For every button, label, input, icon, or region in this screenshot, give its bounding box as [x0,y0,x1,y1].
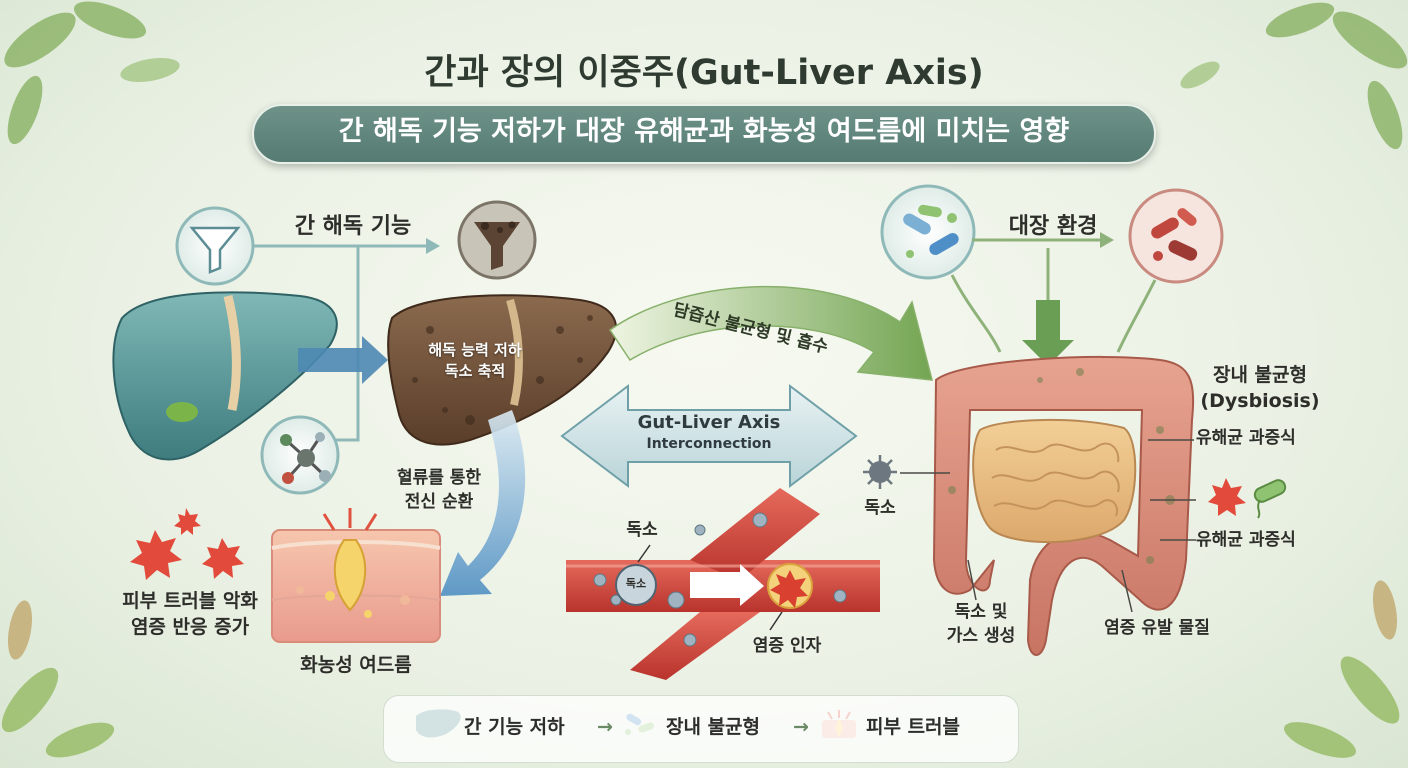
inflammation-factor-label: 염증 인자 [752,636,822,656]
circulation-label-2: 전신 순환 [404,492,474,512]
summary-legend [383,695,1019,763]
damaged-liver-label-1: 해독 능력 저하 [428,341,522,359]
intestine-pointer-lines [900,439,1196,613]
vessel-toxin-bubble: 독소 [625,577,647,590]
legend-arrow-1: → [597,716,613,738]
damaged-liver-illustration [387,294,618,446]
legend-step-3: 피부 트러블 [866,716,961,738]
gas-label-1: 독소 및 [954,602,1008,622]
clogged-filter-icon [457,200,537,280]
damaged-liver-label-2: 독소 축적 [444,362,506,380]
harmful-overgrowth-label-2: 유해균 과증식 [1196,530,1296,550]
circulation-arrow [440,410,526,596]
subtitle-banner [252,104,1156,164]
legend-arrow-2: → [793,716,809,738]
page-subtitle: 간 해독 기능 저하가 대장 유해균과 화농성 여드름에 미치는 영향 [338,116,1070,147]
legend-step-2: 장내 불균형 [666,716,761,738]
bile-acid-arrow [608,285,933,381]
axis-label-1: Gut-Liver Axis [637,412,781,433]
page-title: 간과 장의 이중주(Gut-Liver Axis) [424,53,984,93]
harmful-overgrowth-label-1: 유해균 과증식 [1196,428,1296,448]
skin-trouble-label-2: 염증 반응 증가 [130,616,250,638]
gas-label-2: 가스 생성 [946,626,1016,646]
gut-liver-axis-arrow [560,383,858,489]
harmful-bacterium-icon [1253,479,1287,519]
leaf-decoration-top-left [4,1,180,145]
liver-function-label: 간 해독 기능 [294,214,412,239]
axis-label-2: Interconnection [646,436,772,452]
acne-skin-illustration [271,508,441,643]
blood-vessel-illustration [566,488,880,680]
down-arrow-to-colon [1022,300,1074,366]
connector-arrowhead [426,238,440,254]
acne-label: 화농성 여드름 [300,654,412,676]
arrow-healthy-to-damaged [298,336,388,384]
legend-step-1: 간 기능 저하 [464,716,565,738]
good-bacteria-icon [880,184,976,280]
funnel-icon [175,206,255,286]
healthy-liver-illustration [112,291,338,461]
inflammation-starbursts [130,508,244,580]
toxin-virus-icon [863,455,897,489]
vessel-toxin-label: 독소 [626,520,658,540]
leaf-decoration-bottom-left [1,600,115,758]
gut-connector-arrowhead [1100,232,1114,248]
intestine-illustration [932,355,1195,656]
dysbiosis-label-2: (Dysbiosis) [1200,390,1320,412]
harmful-starburst-icon [1208,478,1246,516]
dysbiosis-label-1: 장내 불균형 [1212,364,1307,386]
inflammatory-material-label: 염증 유발 물질 [1104,618,1210,638]
gut-toxin-label: 독소 [864,498,896,518]
harmful-bacteria-icon [1128,188,1224,284]
leaf-decoration-bottom-right [1284,580,1400,758]
toxin-molecule-icon [260,415,340,495]
circulation-label-1: 혈류를 통한 [396,468,482,488]
skin-trouble-label-1: 피부 트러블 악화 [122,590,258,612]
leaf-decoration-top-right [1180,2,1408,150]
gut-environment-label: 대장 환경 [1008,214,1098,239]
